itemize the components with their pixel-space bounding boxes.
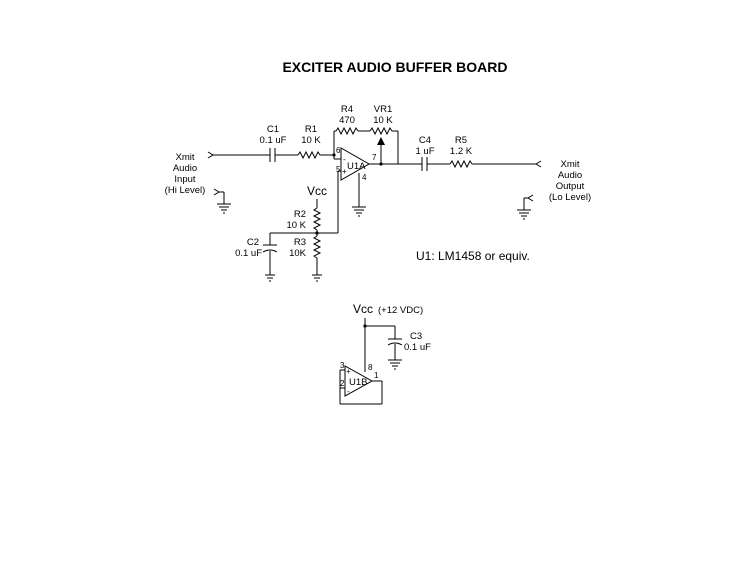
resistor-r5 [449, 159, 473, 169]
resistor-r2 [312, 207, 322, 231]
output-label-line4: (Lo Level) [549, 192, 591, 203]
u1a-pin-5: 5 [336, 165, 341, 174]
r5-ref: R5 [455, 135, 467, 146]
r2-ref: R2 [294, 209, 306, 220]
opamp-u1a [340, 147, 371, 181]
ground-c3 [388, 359, 402, 370]
output-connector [517, 160, 542, 220]
c1-value: 0.1 uF [260, 135, 287, 146]
u1b-pin-3: 3 [340, 361, 345, 370]
ic-note: U1: LM1458 or equiv. [416, 249, 530, 263]
input-label-line2: Audio [173, 163, 197, 174]
c1-ref: C1 [267, 124, 279, 135]
r4-ref: R4 [341, 104, 353, 115]
c3-value: 0.1 uF [404, 342, 431, 353]
input-label-line1: Xmit [176, 152, 195, 163]
c3-ref: C3 [410, 331, 422, 342]
u1a-pin-4: 4 [362, 173, 367, 182]
r1-value: 10 K [301, 135, 321, 146]
u1a-pin-6: 6 [336, 146, 341, 155]
u1b-pin-8: 8 [368, 363, 373, 372]
u1a-ref: U1A [347, 161, 366, 172]
u1b-pin-2: 2 [340, 379, 345, 388]
vr1-ref: VR1 [374, 104, 392, 115]
vr1-value: 10 K [373, 115, 393, 126]
r3-ref: R3 [294, 237, 306, 248]
ground-u1a [352, 206, 366, 217]
diagram-title: EXCITER AUDIO BUFFER BOARD [282, 59, 507, 75]
u1b-minus-sign: - [347, 387, 350, 396]
opamp-u1b [339, 365, 383, 405]
output-label-line1: Xmit [561, 159, 580, 170]
u1a-plus-sign: + [342, 167, 347, 176]
output-label-line3: Output [556, 181, 585, 192]
u1a-pin-7: 7 [372, 153, 377, 162]
resistor-r3 [312, 235, 322, 259]
c4-value: 1 uF [415, 146, 434, 157]
input-label-line3: Input [174, 174, 195, 185]
r4-value: 470 [339, 115, 355, 126]
r1-ref: R1 [305, 124, 317, 135]
ground-r3 [312, 274, 322, 282]
input-connector [207, 151, 231, 214]
r3-value: 10K [289, 248, 307, 259]
capacitor-c2 [262, 244, 278, 253]
c2-ref: C2 [247, 237, 259, 248]
output-label-line2: Audio [558, 170, 582, 181]
r5-value: 1.2 K [450, 146, 473, 157]
r2-value: 10 K [286, 220, 306, 231]
input-label-line4: (Hi Level) [165, 185, 206, 196]
u1b-pin-1: 1 [374, 371, 379, 380]
ground-c2 [265, 274, 275, 282]
c4-ref: C4 [419, 135, 431, 146]
u1b-ref: U1B [349, 377, 367, 388]
u1b-plus-sign: + [346, 367, 351, 376]
u1a-minus-sign: - [343, 155, 346, 164]
vcc-label: Vcc [307, 184, 327, 198]
capacitor-c4 [421, 157, 428, 171]
potentiometer-vr1 [369, 126, 393, 153]
vcc-supply-value: (+12 VDC) [378, 305, 423, 316]
capacitor-c3 [387, 338, 403, 346]
resistor-r4 [335, 126, 359, 136]
vcc-supply-label: Vcc [353, 302, 373, 316]
capacitor-c1 [269, 148, 276, 162]
c2-value: 0.1 uF [235, 248, 262, 259]
resistor-r1 [297, 150, 321, 160]
